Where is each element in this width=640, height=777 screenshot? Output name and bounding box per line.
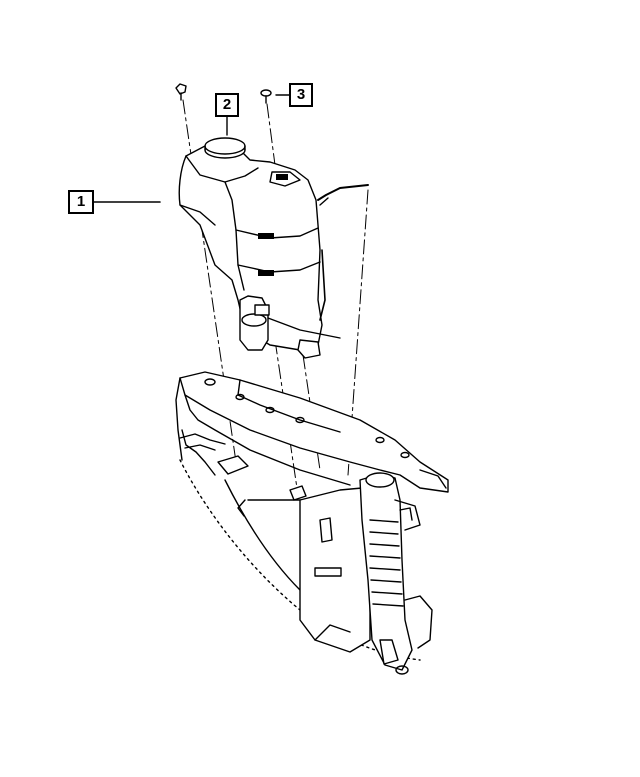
ribbed-hose (369, 519, 404, 607)
leader-lines (93, 94, 290, 203)
callout-3: 3 (289, 83, 313, 107)
fender-apron-structure (175, 371, 449, 675)
callout-1: 1 (68, 190, 94, 214)
reservoir-bottle (178, 137, 369, 359)
push-pin-fastener (175, 83, 187, 101)
screw-fastener (260, 89, 272, 104)
callout-2: 2 (215, 93, 239, 117)
